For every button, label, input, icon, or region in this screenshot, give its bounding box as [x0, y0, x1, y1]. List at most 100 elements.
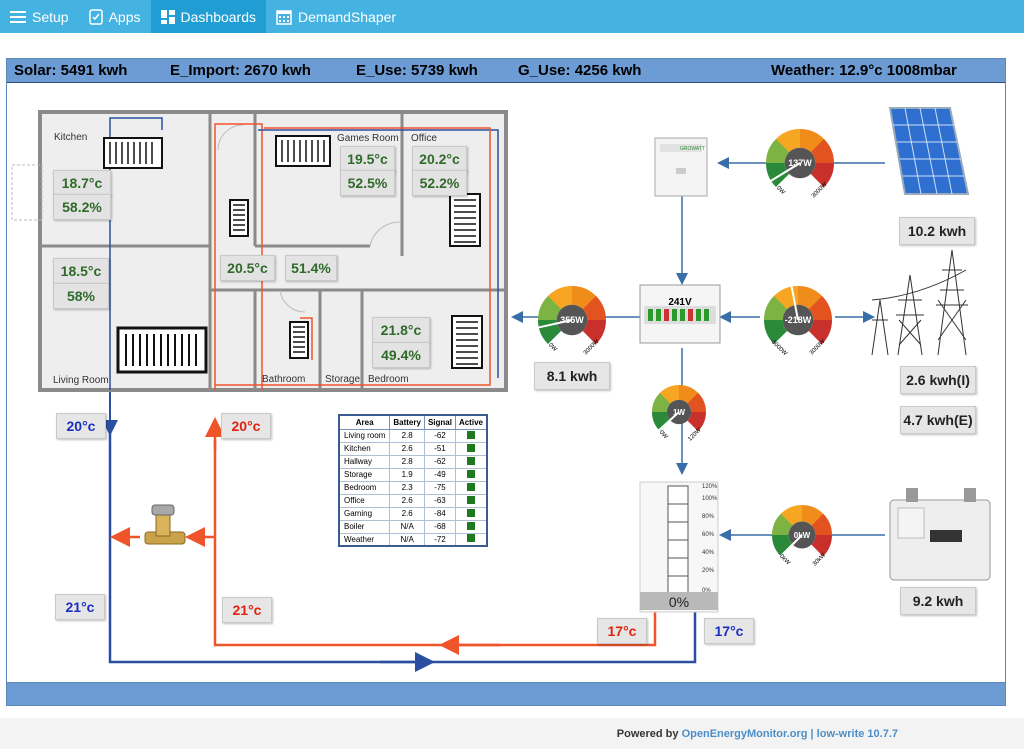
active-indicator	[466, 495, 475, 504]
footer-version: | low-write 10.7.7	[810, 728, 898, 740]
nav-setup-label: Setup	[32, 8, 69, 25]
nav-apps[interactable]: Apps	[79, 0, 151, 33]
dashboards-icon	[160, 9, 175, 24]
header-area: Area	[338, 414, 391, 430]
radiator-living-room	[116, 326, 208, 374]
gauge-segment	[538, 295, 562, 320]
nav-demandshaper[interactable]: DemandShaper	[266, 0, 406, 33]
nav-dashboards[interactable]: Dashboards	[150, 0, 267, 33]
gauge-value: -218W	[785, 315, 812, 325]
gauge-min: 0W	[547, 342, 558, 353]
gauge-segment	[652, 392, 671, 412]
room-label-kitchen: Kitchen	[54, 132, 88, 143]
nav-setup[interactable]: Setup	[0, 0, 79, 33]
gauge-segment	[547, 286, 573, 310]
footer: Powered by OpenEnergyMonitor.org | low-w…	[0, 718, 1024, 749]
tank-level: 0%	[669, 594, 689, 610]
living-room-temp: 18.5°c	[53, 258, 109, 284]
sensor-signal: -72	[423, 532, 456, 547]
gauge-segment	[687, 412, 706, 432]
active-indicator	[466, 521, 475, 530]
room-label-bedroom: Bedroom	[368, 374, 409, 385]
hallway-temp: 20.5°c	[220, 255, 275, 281]
svg-text:GROWATT: GROWATT	[680, 146, 705, 152]
bedroom-humidity: 49.4%	[372, 342, 430, 368]
gauge-segment	[811, 535, 832, 557]
active-indicator	[466, 443, 475, 452]
sensor-battery: 2.6	[389, 441, 425, 456]
sensor-active	[454, 506, 488, 521]
gauge-value: 355W	[560, 315, 584, 325]
sensor-battery: 2.8	[389, 454, 425, 469]
sensor-active	[454, 428, 488, 443]
games-room-humidity: 52.5%	[340, 170, 395, 196]
sensor-signal: -49	[423, 467, 456, 482]
gauge-segment	[808, 295, 832, 321]
gauge-max: 3000W	[809, 338, 827, 356]
gauge-segment	[811, 513, 832, 536]
inverter-icon: GROWATT	[654, 137, 708, 197]
solar-kwh: 10.2 kwh	[899, 217, 975, 245]
gauge-segment	[766, 138, 790, 163]
pylon-icon	[871, 249, 968, 356]
tank-scale-1: 100%	[702, 496, 718, 502]
gauge-segment	[772, 534, 793, 557]
sensor-active	[454, 519, 488, 534]
office-humidity: 52.2%	[412, 170, 467, 196]
room-label-bathroom: Bathroom	[262, 374, 306, 385]
tank-scale-0: 120%	[702, 484, 718, 490]
nav-dashboards-label: Dashboards	[180, 8, 257, 25]
gauge-max: 120W	[687, 427, 703, 443]
top-nav: Setup Apps Dashboards DemandShaper	[0, 0, 1024, 33]
footer-link[interactable]: OpenEnergyMonitor.org	[681, 728, 808, 740]
kitchen-humidity: 58.2%	[53, 194, 111, 220]
sensor-active	[454, 480, 488, 495]
header-active: Active	[454, 414, 488, 430]
gauge-value: 1W	[673, 408, 685, 417]
gauge-segment	[582, 320, 606, 345]
sensor-area: Office	[338, 493, 391, 508]
radiator-kitchen	[103, 137, 163, 169]
gauge-segment	[780, 505, 803, 526]
gauge-segment	[810, 163, 834, 188]
active-indicator	[466, 508, 475, 517]
kitchen-temp: 18.7°c	[53, 170, 111, 196]
sensor-area: Kitchen	[338, 441, 391, 456]
sensor-signal: -62	[423, 428, 456, 443]
sensor-area: Weather	[338, 532, 391, 547]
sensor-signal: -68	[423, 519, 456, 534]
sensor-battery: 2.3	[389, 480, 425, 495]
bottom-bar	[6, 682, 1006, 706]
return-temp-right: 21°c	[222, 597, 272, 623]
gauge-needle	[769, 162, 801, 182]
house-kwh: 8.1 kwh	[534, 362, 610, 390]
sensor-active	[454, 493, 488, 508]
gauge-min: 0W	[775, 185, 786, 196]
valve-icon	[144, 504, 186, 545]
summary-bar: Solar: 5491 kwh E_Import: 2670 kwh E_Use…	[7, 59, 1005, 83]
room-label-office: Office	[411, 133, 437, 144]
boiler-out-temp: 17°c	[597, 618, 647, 644]
gauge-segment	[764, 295, 788, 320]
energy-flows	[511, 157, 885, 541]
gauge-segment	[772, 513, 793, 535]
gauge-needle	[657, 411, 680, 432]
use-total: E_Use: 5739 kwh	[356, 62, 478, 79]
radiator-bathroom	[289, 321, 309, 359]
calendar-icon	[276, 9, 292, 25]
gauge-needle	[779, 534, 803, 558]
active-indicator	[466, 469, 475, 478]
active-indicator	[466, 482, 475, 491]
consumer-unit-icon	[639, 284, 721, 344]
sensor-active	[454, 467, 488, 482]
sensor-signal: -62	[423, 454, 456, 469]
sensor-signal: -75	[423, 480, 456, 495]
gauge-segment	[659, 384, 680, 404]
gauge-segment	[572, 286, 597, 310]
